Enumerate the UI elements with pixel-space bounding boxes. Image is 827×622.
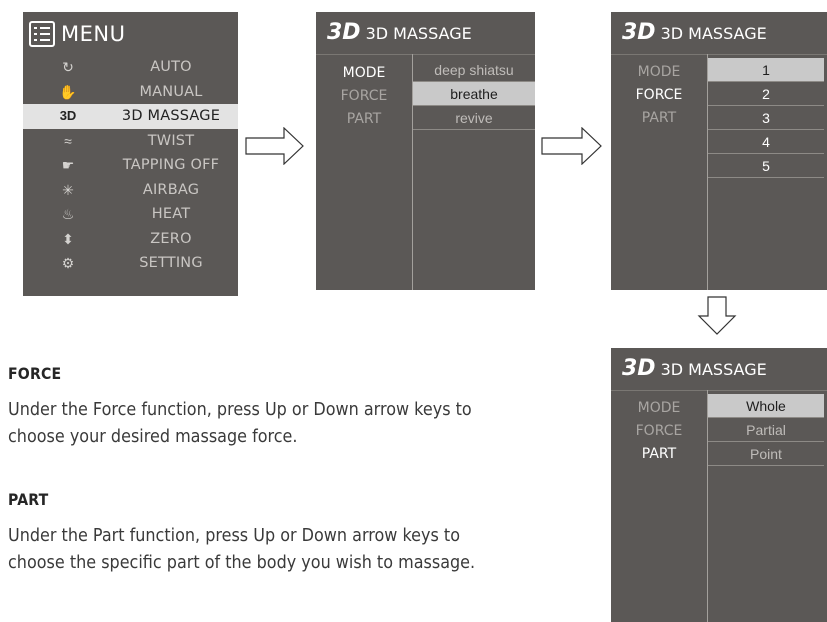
menu-list: ↻ AUTO ✋ MANUAL 3D 3D MASSAGE ≈ TWIST ☛ … (23, 55, 238, 276)
heat-icon: ♨ (61, 206, 75, 223)
part-description-line: Under the Part function, press Up or Dow… (8, 526, 461, 546)
option-force-4[interactable]: 4 (708, 130, 824, 154)
option-deep-shiatsu[interactable]: deep shiatsu (413, 58, 535, 82)
option-breathe[interactable]: breathe (413, 82, 535, 106)
menu-item-airbag[interactable]: ✳ AIRBAG (23, 178, 238, 203)
arrow-right-icon (245, 127, 304, 165)
menu-list-icon (29, 21, 55, 47)
3d-logo: 3D (327, 20, 361, 45)
tapping-icon: ☛ (61, 157, 75, 174)
force-heading: FORCE (8, 364, 62, 383)
panel-title: 3D 3D MASSAGE (327, 20, 472, 50)
label-force[interactable]: FORCE (635, 423, 683, 439)
mode-options: deep shiatsu breathe revive (413, 58, 535, 130)
menu-item-label: 3D MASSAGE (121, 108, 221, 125)
part-options: Whole Partial Point (708, 394, 824, 466)
option-force-3[interactable]: 3 (708, 106, 824, 130)
3d-logo: 3D (622, 20, 656, 45)
part-description-line: choose the specific part of the body you… (8, 553, 476, 573)
label-force[interactable]: FORCE (635, 87, 683, 103)
menu-item-zero[interactable]: ⬍ ZERO (23, 227, 238, 252)
menu-header: MENU (29, 19, 125, 49)
menu-item-manual[interactable]: ✋ MANUAL (23, 80, 238, 105)
setting-labels: MODE FORCE PART (611, 61, 707, 130)
3d-massage-part-panel: 3D 3D MASSAGE MODE FORCE PART Whole Part… (611, 348, 827, 622)
menu-item-setting[interactable]: ⚙ SETTING (23, 251, 238, 276)
menu-item-tapping[interactable]: ☛ TAPPING OFF (23, 153, 238, 178)
force-description-line: choose your desired massage force. (8, 427, 298, 447)
menu-item-label: MANUAL (139, 83, 203, 100)
panel-title-text: 3D MASSAGE (365, 24, 472, 43)
menu-item-label: ZERO (150, 230, 192, 247)
label-part[interactable]: PART (641, 110, 677, 126)
force-options: 1 2 3 4 5 (708, 58, 824, 178)
main-menu-panel: MENU ↻ AUTO ✋ MANUAL 3D 3D MASSAGE ≈ TWI… (23, 12, 238, 296)
arrow-down-icon (697, 296, 737, 335)
airbag-icon: ✳ (62, 181, 74, 198)
3d-icon: 3D (59, 108, 77, 124)
gear-icon: ⚙ (61, 255, 75, 272)
setting-labels: MODE FORCE PART (611, 397, 707, 466)
twist-icon: ≈ (64, 132, 72, 149)
label-mode[interactable]: MODE (342, 65, 386, 81)
option-revive[interactable]: revive (413, 106, 535, 130)
panel-title-text: 3D MASSAGE (660, 360, 767, 379)
menu-item-label: TAPPING OFF (122, 157, 220, 174)
option-whole[interactable]: Whole (708, 394, 824, 418)
arrow-right-icon (541, 127, 602, 165)
option-force-5[interactable]: 5 (708, 154, 824, 178)
menu-item-label: SETTING (139, 255, 203, 272)
menu-item-label: HEAT (151, 206, 191, 223)
part-description: Under the Part function, press Up or Dow… (8, 523, 557, 577)
option-force-2[interactable]: 2 (708, 82, 824, 106)
menu-item-heat[interactable]: ♨ HEAT (23, 202, 238, 227)
3d-massage-force-panel: 3D 3D MASSAGE MODE FORCE PART 1 2 3 4 5 (611, 12, 827, 290)
option-point[interactable]: Point (708, 442, 824, 466)
zero-gravity-icon: ⬍ (62, 230, 74, 247)
part-heading: PART (8, 490, 49, 509)
menu-title: MENU (61, 22, 126, 46)
setting-labels: MODE FORCE PART (316, 62, 412, 131)
menu-item-twist[interactable]: ≈ TWIST (23, 129, 238, 154)
label-part[interactable]: PART (346, 111, 382, 127)
menu-item-label: AUTO (150, 59, 192, 76)
menu-item-3d-massage[interactable]: 3D 3D MASSAGE (23, 104, 238, 129)
menu-item-auto[interactable]: ↻ AUTO (23, 55, 238, 80)
force-description-line: Under the Force function, press Up or Do… (8, 400, 472, 420)
option-force-1[interactable]: 1 (708, 58, 824, 82)
refresh-icon: ↻ (62, 59, 74, 76)
hand-icon: ✋ (59, 83, 77, 100)
option-partial[interactable]: Partial (708, 418, 824, 442)
label-mode[interactable]: MODE (637, 64, 681, 80)
menu-item-label: AIRBAG (142, 181, 200, 198)
label-part[interactable]: PART (641, 446, 677, 462)
force-description: Under the Force function, press Up or Do… (8, 397, 557, 451)
3d-logo: 3D (622, 356, 656, 381)
panel-title: 3D 3D MASSAGE (622, 356, 767, 386)
menu-item-label: TWIST (147, 132, 195, 149)
label-mode[interactable]: MODE (637, 400, 681, 416)
panel-title-text: 3D MASSAGE (660, 24, 767, 43)
panel-title: 3D 3D MASSAGE (622, 20, 767, 50)
label-force[interactable]: FORCE (340, 88, 388, 104)
3d-massage-mode-panel: 3D 3D MASSAGE MODE FORCE PART deep shiat… (316, 12, 535, 290)
